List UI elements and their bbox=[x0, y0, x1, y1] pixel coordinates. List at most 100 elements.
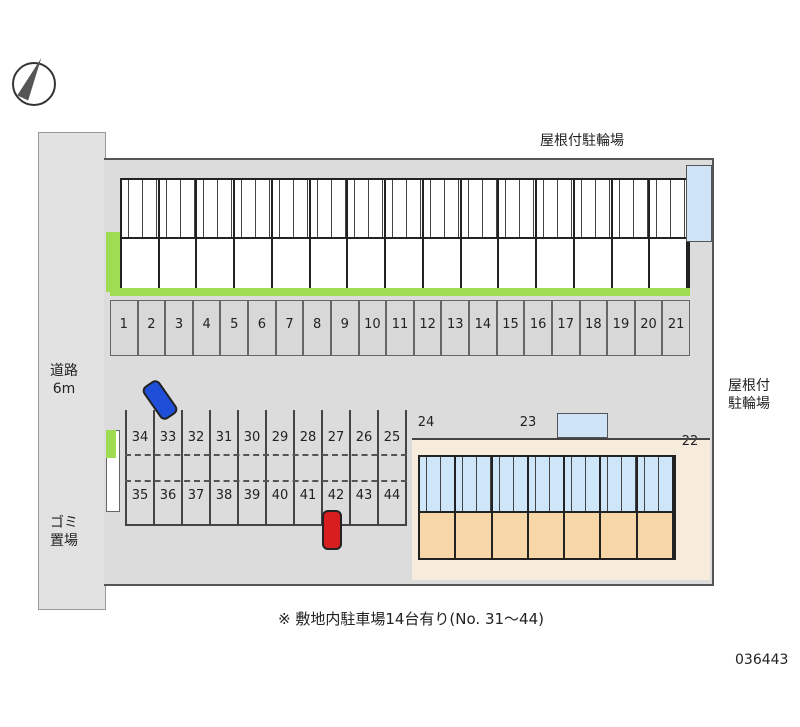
parking-divider bbox=[209, 410, 211, 526]
parking-space-37[interactable]: 37 bbox=[187, 488, 205, 503]
property-id: 036443 bbox=[735, 652, 789, 668]
parking-space-24[interactable]: 24 bbox=[417, 415, 435, 430]
parking-space-18[interactable]: 18 bbox=[579, 300, 608, 356]
parking-divider bbox=[153, 410, 155, 526]
parking-divider bbox=[181, 410, 183, 526]
parking-divider bbox=[377, 410, 379, 526]
unit-room bbox=[159, 237, 196, 288]
apartment-unit bbox=[612, 180, 651, 288]
bike-shed-east-label-1: 屋根付 bbox=[728, 378, 770, 394]
garbage-label-2: 置場 bbox=[50, 533, 78, 549]
bike-shed-north bbox=[686, 165, 712, 242]
apartment-unit bbox=[461, 180, 500, 288]
bike-shed-north-label: 屋根付駐輪場 bbox=[540, 133, 624, 149]
parking-space-21[interactable]: 21 bbox=[662, 300, 690, 356]
bike-shed-east-label-2: 駐輪場 bbox=[728, 396, 770, 412]
apartment-unit bbox=[122, 180, 160, 288]
parking-space-22[interactable]: 22 bbox=[681, 434, 699, 449]
parking-space-19[interactable]: 19 bbox=[607, 300, 635, 356]
unit-room bbox=[461, 237, 498, 288]
parking-space-1[interactable]: 1 bbox=[110, 300, 138, 356]
parking-space-29[interactable]: 29 bbox=[271, 430, 289, 445]
unit-room bbox=[456, 510, 491, 558]
hedge-left bbox=[106, 232, 120, 292]
parking-divider bbox=[405, 410, 407, 526]
parking-space-43[interactable]: 43 bbox=[355, 488, 373, 503]
road bbox=[38, 132, 106, 610]
parking-space-41[interactable]: 41 bbox=[299, 488, 317, 503]
parking-space-12[interactable]: 12 bbox=[413, 300, 442, 356]
parking-space-42[interactable]: 42 bbox=[327, 488, 345, 503]
apartment-unit bbox=[159, 180, 198, 288]
unit-room bbox=[565, 510, 600, 558]
unit-room bbox=[574, 237, 611, 288]
unit-room bbox=[310, 237, 347, 288]
apartment-unit bbox=[420, 457, 457, 558]
unit-room bbox=[122, 237, 158, 288]
apartment-unit bbox=[565, 457, 602, 558]
compass bbox=[12, 55, 56, 106]
parking-space-3[interactable]: 3 bbox=[165, 300, 193, 356]
parking-space-6[interactable]: 6 bbox=[248, 300, 276, 356]
parking-space-26[interactable]: 26 bbox=[355, 430, 373, 445]
parking-dashed-line bbox=[125, 480, 407, 482]
parking-space-13[interactable]: 13 bbox=[441, 300, 470, 356]
parking-space-38[interactable]: 38 bbox=[215, 488, 233, 503]
parking-space-23[interactable]: 23 bbox=[519, 415, 537, 430]
apartment-unit bbox=[386, 180, 424, 288]
parking-space-14[interactable]: 14 bbox=[469, 300, 497, 356]
parking-space-5[interactable]: 5 bbox=[220, 300, 249, 356]
red-car bbox=[322, 510, 342, 550]
apartment-unit bbox=[456, 457, 493, 558]
parking-space-39[interactable]: 39 bbox=[243, 488, 261, 503]
parking-space-32[interactable]: 32 bbox=[187, 430, 205, 445]
parking-space-4[interactable]: 4 bbox=[192, 300, 221, 356]
parking-space-34[interactable]: 34 bbox=[131, 430, 149, 445]
parking-space-44[interactable]: 44 bbox=[383, 488, 401, 503]
apartment-unit bbox=[601, 457, 638, 558]
parking-space-9[interactable]: 9 bbox=[330, 300, 359, 356]
parking-divider bbox=[237, 410, 239, 526]
parking-space-16[interactable]: 16 bbox=[524, 300, 552, 356]
parking-divider bbox=[125, 410, 127, 526]
unit-room bbox=[386, 237, 422, 288]
apartment-unit bbox=[650, 180, 688, 288]
garbage-label: ゴミ置場 bbox=[50, 514, 78, 550]
parking-space-36[interactable]: 36 bbox=[159, 488, 177, 503]
building-south bbox=[418, 455, 676, 560]
parking-space-28[interactable]: 28 bbox=[299, 430, 317, 445]
parking-space-15[interactable]: 15 bbox=[496, 300, 525, 356]
apartment-unit bbox=[235, 180, 273, 288]
parking-space-35[interactable]: 35 bbox=[131, 488, 149, 503]
parking-space-40[interactable]: 40 bbox=[271, 488, 289, 503]
parking-space-30[interactable]: 30 bbox=[243, 430, 261, 445]
parking-space-8[interactable]: 8 bbox=[303, 300, 331, 356]
unit-room bbox=[637, 510, 672, 558]
parking-divider bbox=[293, 410, 295, 526]
parking-space-31[interactable]: 31 bbox=[215, 430, 233, 445]
north-arrow-icon bbox=[17, 55, 47, 101]
parking-space-2[interactable]: 2 bbox=[137, 300, 166, 356]
parking-space-11[interactable]: 11 bbox=[386, 300, 414, 356]
apartment-unit bbox=[423, 180, 462, 288]
road-label-2: 6m bbox=[52, 381, 76, 397]
apartment-unit bbox=[310, 180, 349, 288]
parking-space-25[interactable]: 25 bbox=[383, 430, 401, 445]
parking-divider bbox=[349, 410, 351, 526]
parking-space-17[interactable]: 17 bbox=[551, 300, 580, 356]
unit-room bbox=[612, 237, 649, 288]
parking-space-10[interactable]: 10 bbox=[358, 300, 387, 356]
garbage-label-1: ゴミ bbox=[50, 515, 78, 531]
unit-room bbox=[601, 510, 636, 558]
parking-space-20[interactable]: 20 bbox=[634, 300, 663, 356]
parking-space-33[interactable]: 33 bbox=[159, 430, 177, 445]
apartment-unit bbox=[272, 180, 311, 288]
parking-space-7[interactable]: 7 bbox=[275, 300, 304, 356]
parking-space-27[interactable]: 27 bbox=[327, 430, 345, 445]
parking-divider bbox=[321, 410, 323, 526]
apartment-unit bbox=[197, 180, 236, 288]
unit-room bbox=[537, 237, 573, 288]
unit-room bbox=[197, 237, 234, 288]
unit-room bbox=[650, 237, 686, 288]
